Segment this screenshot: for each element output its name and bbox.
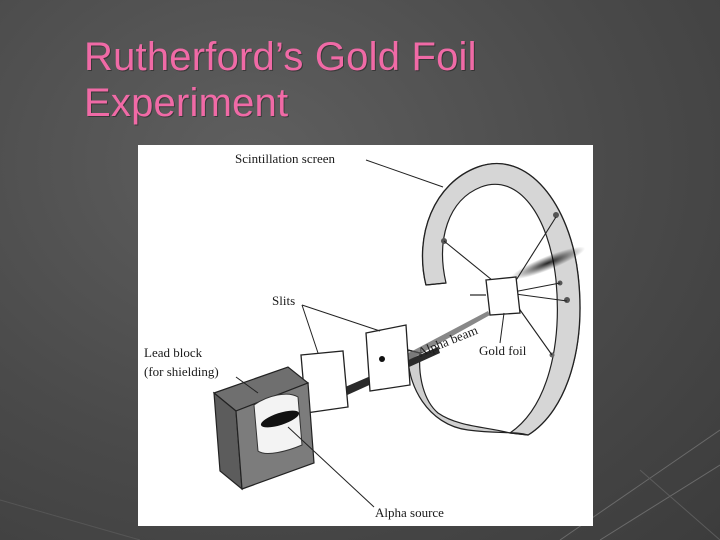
alpha-beam-through	[382, 311, 490, 373]
experiment-illustration: Scintillation screen Slits Lead block (f…	[144, 151, 586, 520]
experiment-diagram: Scintillation screen Slits Lead block (f…	[138, 145, 593, 526]
label-lead-block: Lead block	[144, 345, 203, 360]
scintillation-screen	[407, 162, 581, 436]
transmitted-beam	[510, 246, 586, 280]
label-gold-foil: Gold foil	[479, 343, 527, 358]
label-alpha-beam: Alpha beam	[416, 322, 480, 360]
label-scintillation-screen: Scintillation screen	[235, 151, 336, 166]
slide-title: Rutherford’s Gold Foil Experiment	[84, 35, 477, 125]
label-lead-block-note: (for shielding)	[144, 364, 219, 379]
leader-lines	[235, 159, 505, 508]
gold-foil	[470, 276, 521, 316]
label-slits: Slits	[272, 293, 295, 308]
slits	[300, 324, 411, 414]
label-alpha-source: Alpha source	[375, 505, 444, 520]
lead-block	[212, 366, 315, 491]
